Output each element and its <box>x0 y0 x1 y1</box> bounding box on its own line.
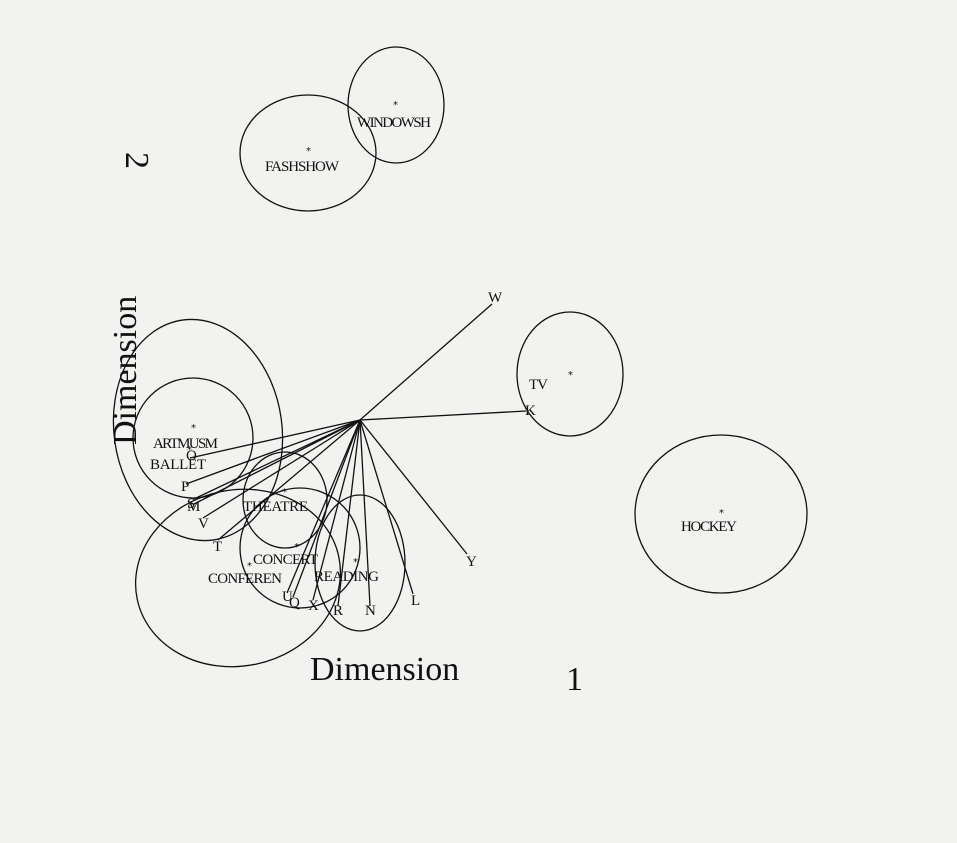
ellipse-windowsh <box>347 46 445 164</box>
vector-label-r: R <box>333 603 343 619</box>
y-axis-title: Dimension 2 <box>107 152 155 445</box>
ellipse-fashshow <box>239 94 377 212</box>
vector-label-s: S <box>187 496 195 512</box>
marker-hockey: * <box>719 508 724 519</box>
vector-y <box>359 419 468 555</box>
marker-windowsh: * <box>393 100 398 111</box>
vector-q <box>292 419 361 598</box>
vector-n <box>359 419 371 607</box>
vector-x <box>312 419 361 601</box>
vector-label-t: T <box>213 539 222 555</box>
label-ballet: BALLET <box>150 457 206 473</box>
vector-r <box>337 419 361 607</box>
vector-label-u: U <box>282 589 293 605</box>
vector-l <box>359 419 414 595</box>
vector-v <box>202 419 361 519</box>
ellipse-tv <box>516 311 624 437</box>
vector-m <box>193 419 361 505</box>
marker-concert: * <box>294 542 299 553</box>
marker-conferen: * <box>247 561 252 572</box>
label-conferen: CONFEREN <box>208 571 282 587</box>
x-axis-title: Dimension 1 <box>310 651 583 698</box>
vector-label-k: K <box>525 403 536 419</box>
vector-label-v: V <box>198 516 209 532</box>
vector-label-q: Q <box>289 595 300 611</box>
label-fashshow: FASHSHOW <box>265 159 340 175</box>
vector-label-l: L <box>411 593 420 609</box>
label-hockey: HOCKEY <box>681 519 737 535</box>
vector-p <box>185 419 361 485</box>
confidence-ellipses <box>112 46 808 668</box>
ellipse-hockey <box>634 434 808 594</box>
vector-o <box>189 419 361 459</box>
vector-s <box>193 419 361 500</box>
vector-u <box>286 419 361 594</box>
stimulus-labels: WINDOWSH FASHSHOW TV HOCKEY ARTMUSM BALLET THE… <box>150 115 737 587</box>
label-artmusm: ARTMUSM <box>153 436 218 452</box>
marker-fashshow: * <box>306 146 311 157</box>
ellipse-concert <box>239 487 361 609</box>
ellipse-theatre <box>242 451 328 549</box>
marker-artmusm: * <box>191 423 196 434</box>
label-windowsh: WINDOWSH <box>357 115 431 131</box>
vector-label-y: Y <box>466 554 477 570</box>
label-theatre: THEATRE <box>243 499 308 515</box>
ellipse-reading <box>314 494 406 632</box>
subject-vectors <box>185 303 527 607</box>
vector-k <box>359 410 527 421</box>
marker-tv: * <box>568 370 573 381</box>
vector-label-n: N <box>365 603 376 619</box>
vector-t <box>217 419 361 541</box>
y-axis-number: 2 <box>118 152 155 169</box>
label-concert: CONCERT <box>253 552 318 568</box>
vector-label-x: X <box>308 598 319 614</box>
vector-label-p: P <box>181 479 189 495</box>
vector-w <box>359 303 493 421</box>
y-axis-word: Dimension <box>107 296 144 445</box>
marker-reading: * <box>353 557 358 568</box>
stimulus-markers: * * * * * * * * * * <box>187 100 724 572</box>
label-reading: READING <box>314 569 379 585</box>
ellipse-artmusm <box>132 377 254 499</box>
vector-label-o: O <box>186 448 197 464</box>
marker-ballet: * <box>187 445 192 456</box>
label-tv: TV <box>529 377 548 393</box>
x-axis-number: 1 <box>566 661 583 698</box>
x-axis-word: Dimension <box>310 651 459 688</box>
vector-label-w: W <box>488 290 503 306</box>
marker-theatre: * <box>282 487 287 498</box>
ellipse-ballet <box>112 318 284 542</box>
ellipse-conferen <box>134 488 342 668</box>
vector-label-m: M <box>187 499 200 515</box>
